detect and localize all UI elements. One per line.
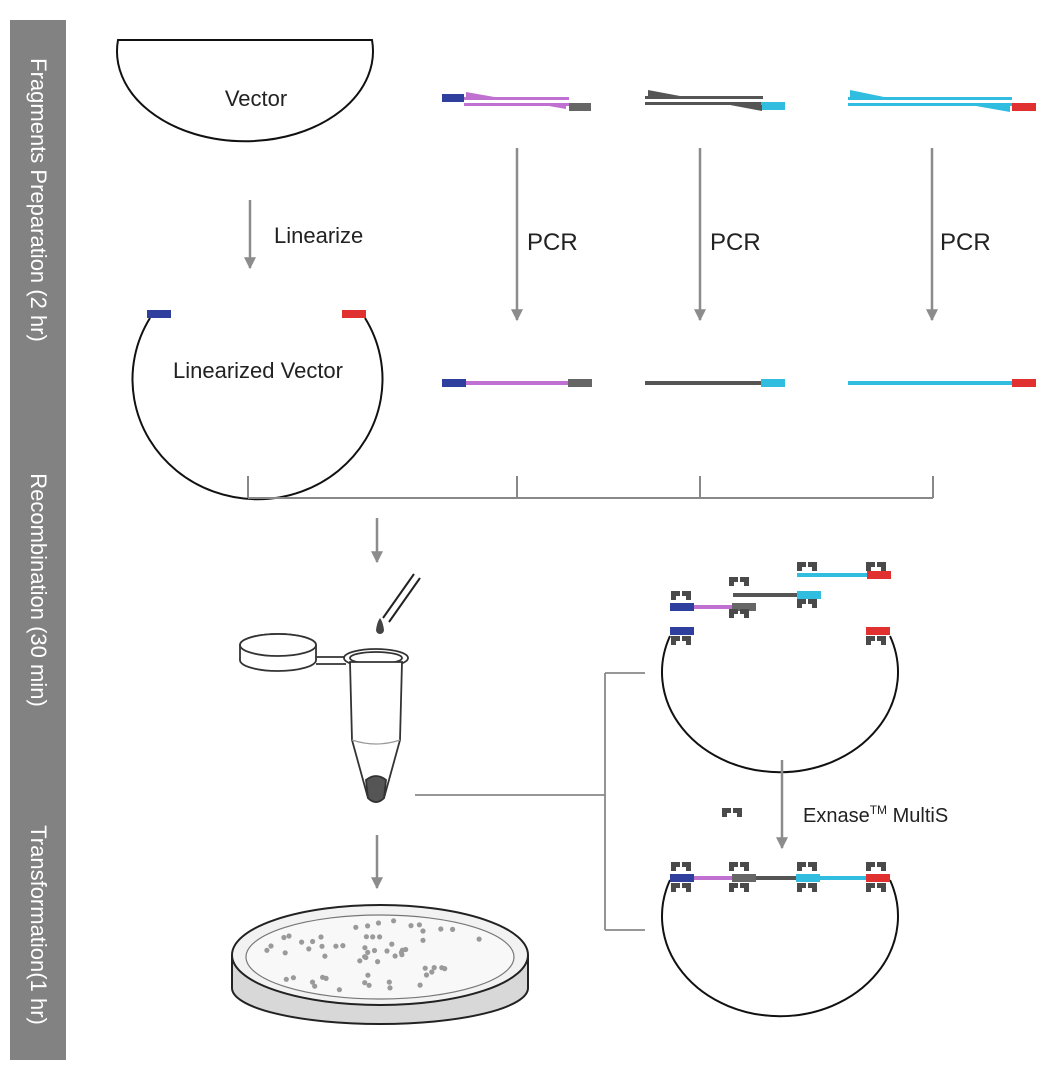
colony-dot <box>431 965 437 971</box>
template-fragment-3 <box>848 90 1036 112</box>
microtube-icon <box>239 633 409 803</box>
pcr-product-1 <box>442 379 592 387</box>
colony-dot <box>336 987 342 993</box>
colony-dot <box>423 972 430 978</box>
linearized-vector-label: Linearized Vector <box>173 358 343 383</box>
colony-dot <box>320 974 326 980</box>
stage-sidebar <box>10 20 66 1060</box>
colony-dot <box>416 922 422 928</box>
vector-label: Vector <box>225 86 287 111</box>
colony-dot <box>417 982 423 988</box>
colony-dot <box>333 943 339 949</box>
recombination-before <box>661 562 899 774</box>
colony-dot <box>318 934 324 940</box>
pcr-label-1: PCR <box>527 229 578 256</box>
colony-dot <box>366 982 372 988</box>
colony-dot <box>283 976 289 982</box>
colony-dot <box>281 934 287 941</box>
exnase-name: Exnase <box>803 805 870 827</box>
colony-dot <box>353 924 359 930</box>
colony-dot <box>377 934 383 940</box>
colony-dot <box>309 979 316 985</box>
combine-bracket <box>247 476 934 499</box>
colony-dot <box>439 965 445 971</box>
colony-dot <box>370 934 376 940</box>
colony-dot <box>408 923 414 929</box>
colony-dot <box>340 943 346 949</box>
colony-dot <box>365 923 371 929</box>
exnase-suffix: MultiS <box>887 805 948 827</box>
colony-dot <box>422 965 428 971</box>
free-enzyme-icon <box>722 808 742 817</box>
colony-dot <box>286 933 292 939</box>
colony-dot <box>362 954 368 960</box>
colony-dot <box>399 952 405 958</box>
colony-dot <box>375 959 381 965</box>
colony-dot <box>264 947 270 953</box>
exnase-tm: TM <box>870 803 887 817</box>
colony-dot <box>384 948 390 954</box>
colony-dot <box>322 953 328 959</box>
recombination-bracket <box>415 672 645 931</box>
colony-dot <box>476 936 482 942</box>
colony-dot <box>282 950 288 956</box>
colony-dot <box>362 945 368 951</box>
pipette-icon <box>376 573 421 634</box>
colony-dot <box>362 980 368 986</box>
pcr-product-3 <box>848 379 1036 387</box>
colony-dot <box>310 938 316 945</box>
colony-dot <box>319 943 325 949</box>
colony-dot <box>450 926 456 933</box>
pcr-label-2: PCR <box>710 229 761 256</box>
colony-dot <box>363 934 369 940</box>
colony-dot <box>392 953 398 959</box>
pcr-label-3: PCR <box>940 229 991 256</box>
colony-dot <box>389 941 395 947</box>
template-fragment-2 <box>645 90 785 111</box>
vector-red-end <box>342 310 366 318</box>
colony-dot <box>299 939 305 945</box>
recombination-after <box>661 862 899 1018</box>
colony-dot <box>365 949 371 956</box>
template-fragment-1 <box>442 92 591 111</box>
vector-circle <box>116 39 374 143</box>
colony-dot <box>357 958 363 964</box>
colony-dot <box>420 937 426 943</box>
colony-dot <box>391 918 397 924</box>
colony-dot <box>420 928 426 934</box>
colony-dot <box>375 920 382 926</box>
colony-dot <box>371 947 378 954</box>
colony-dot <box>306 946 312 952</box>
colony-dot <box>429 969 435 975</box>
linearize-label: Linearize <box>274 223 363 248</box>
vector-blue-end <box>147 310 171 318</box>
colony-dot <box>403 946 409 953</box>
colony-dot <box>365 972 371 978</box>
colony-dot <box>386 979 392 985</box>
colony-dot <box>387 985 393 991</box>
linearized-vector-circle <box>131 310 384 501</box>
exnase-label: ExnaseTM MultiS <box>803 803 948 827</box>
colony-dot <box>268 943 274 949</box>
colony-dot <box>290 975 296 981</box>
colony-dot <box>312 983 318 989</box>
petri-dish-icon <box>231 904 529 1025</box>
pcr-product-2 <box>645 379 785 387</box>
colony-dot <box>438 926 444 932</box>
